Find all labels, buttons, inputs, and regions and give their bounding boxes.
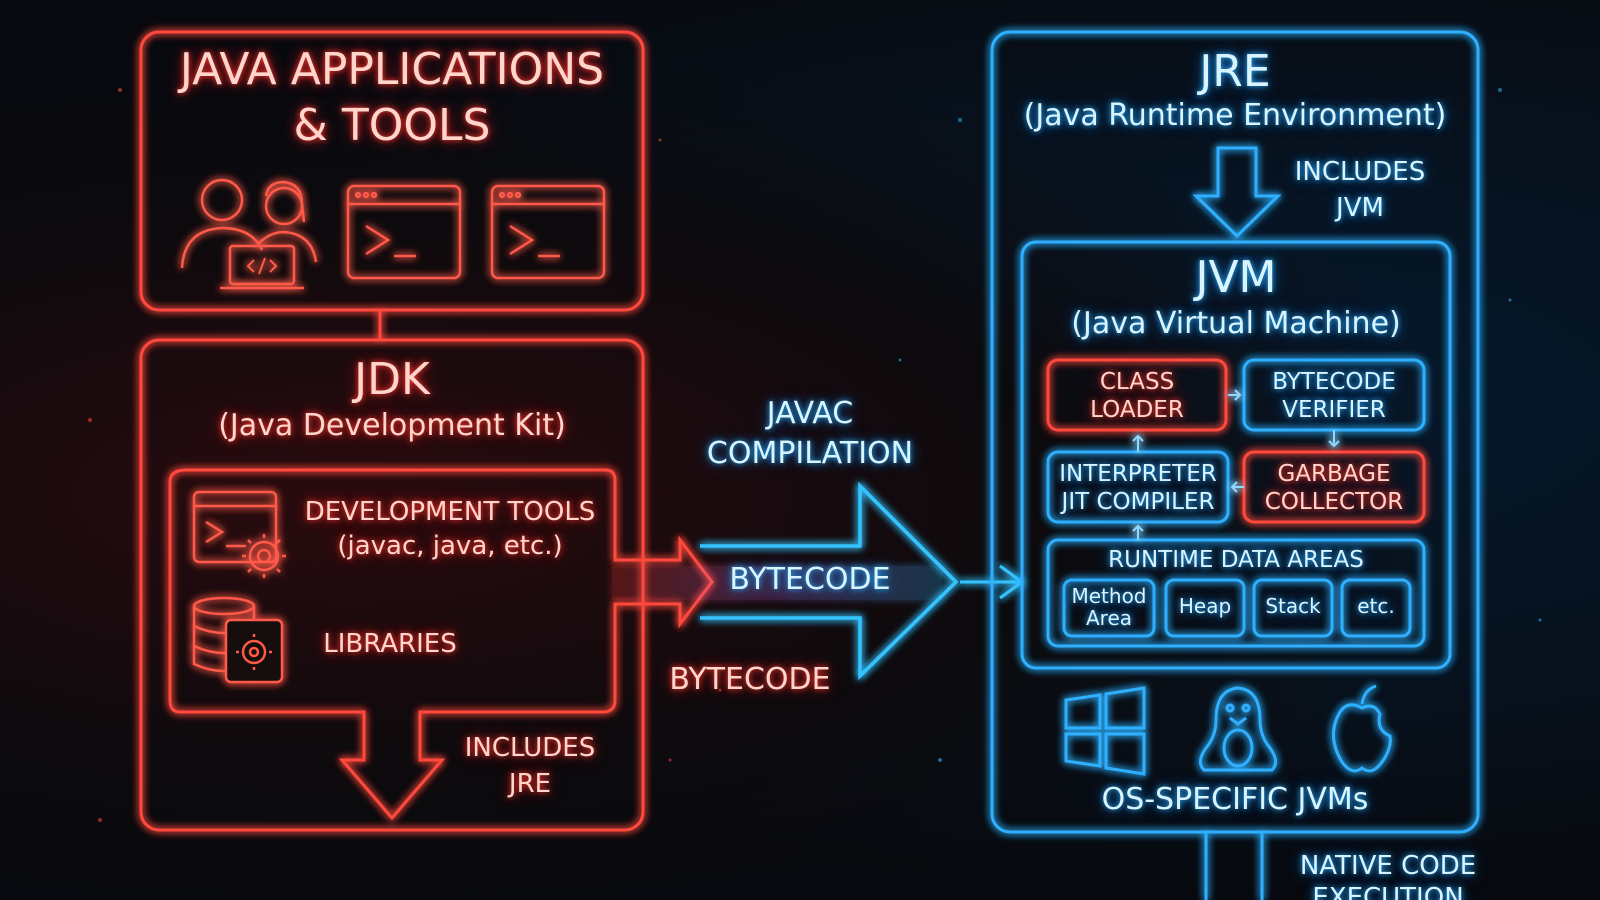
- stack-box: [1252, 578, 1334, 638]
- linux-tux-icon: [1199, 686, 1277, 772]
- javac-label: JAVAC: [766, 396, 854, 431]
- libraries-label: LIBRARIES: [323, 629, 457, 659]
- windows-icon: [1064, 686, 1146, 776]
- etc-box: [1340, 578, 1412, 638]
- jvm-box: [1020, 240, 1452, 670]
- dev-tools-label: DEVELOPMENT TOOLS: [304, 497, 596, 527]
- bytecode-arrow: [700, 481, 959, 681]
- jre-box: [990, 30, 1480, 834]
- interpreter-line2: JIT COMPILER: [1061, 489, 1215, 515]
- jre-subtitle: (Java Runtime Environment): [1023, 98, 1447, 133]
- method-area-line2: Area: [1085, 606, 1133, 630]
- method-area-line1: Method: [1071, 584, 1147, 608]
- includes-jvm-line2: JVM: [1336, 193, 1384, 223]
- apps-box: [139, 30, 645, 312]
- jvm-subtitle: (Java Virtual Machine): [1071, 306, 1401, 341]
- heap-box: [1164, 578, 1246, 638]
- terminal-window-icon: [346, 184, 462, 280]
- class-loader-box: [1046, 358, 1228, 432]
- interpreter-line1: INTERPRETER: [1059, 461, 1217, 487]
- apps-title-line2: & TOOLS: [293, 100, 491, 151]
- developers-with-laptop-icon: [180, 178, 318, 290]
- compilation-beam: [612, 566, 1000, 600]
- native-code-path: [1204, 832, 1264, 900]
- terminal-window-icon: [490, 184, 606, 280]
- native-code-line2: EXECUTION: [1312, 883, 1464, 900]
- runtime-data-areas-title: RUNTIME DATA AREAS: [1108, 547, 1364, 573]
- verifier-line1: BYTECODE: [1272, 369, 1396, 395]
- libraries-database-icon: [192, 596, 284, 684]
- particles: [88, 88, 1542, 822]
- includes-jre-line1: INCLUDES: [464, 733, 596, 763]
- native-code-line1: NATIVE CODE: [1299, 851, 1477, 881]
- dev-tools-detail: (javac, java, etc.): [337, 531, 563, 561]
- etc-label: etc.: [1357, 594, 1395, 618]
- heap-label: Heap: [1178, 594, 1232, 618]
- class-loader-line1: CLASS: [1099, 369, 1175, 395]
- gc-line2: COLLECTOR: [1264, 489, 1404, 515]
- includes-jvm-arrow: [1192, 146, 1282, 239]
- stack-label: Stack: [1265, 594, 1321, 618]
- verifier-line2: VERIFIER: [1282, 397, 1386, 423]
- jdk-subtitle: (Java Development Kit): [218, 408, 566, 443]
- dev-tools-gear-icon: [192, 490, 286, 578]
- jdk-inner-box: [168, 468, 714, 821]
- compilation-label: COMPILATION: [706, 436, 914, 471]
- bytecode-below-label: BYTECODE: [669, 662, 831, 697]
- gc-line1: GARBAGE: [1277, 461, 1391, 487]
- bytecode-arrow-label: BYTECODE: [729, 562, 891, 597]
- includes-jvm-line1: INCLUDES: [1294, 157, 1426, 187]
- apps-title-line1: JAVA APPLICATIONS: [179, 44, 605, 95]
- includes-jre-line2: JRE: [508, 769, 552, 799]
- jvm-title: JVM: [1195, 252, 1277, 303]
- os-specific-label: OS-SPECIFIC JVMs: [1101, 782, 1369, 817]
- method-area-box: [1062, 578, 1156, 638]
- jre-title: JRE: [1199, 46, 1271, 97]
- jdk-title: JDK: [354, 354, 430, 405]
- apple-icon: [1332, 684, 1392, 773]
- class-loader-line2: LOADER: [1090, 397, 1184, 423]
- runtime-data-areas-box: [1046, 538, 1426, 648]
